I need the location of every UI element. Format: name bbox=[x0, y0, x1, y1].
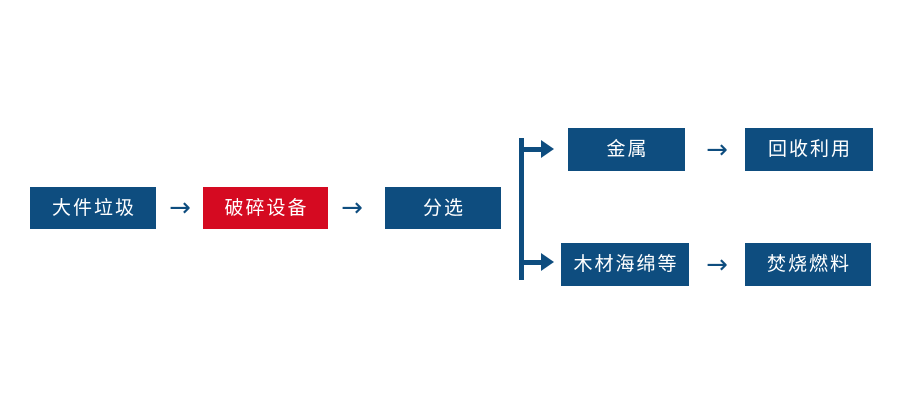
node-crushing-equipment[interactable]: 破碎设备 bbox=[203, 187, 328, 229]
node-incineration-fuel-label: 焚烧燃料 bbox=[766, 253, 851, 275]
arrow-wood-sponge-to-incineration: → bbox=[706, 250, 728, 280]
node-bulky-waste[interactable]: 大件垃圾 bbox=[30, 187, 156, 229]
arrow-bulky-waste-to-crushing: → bbox=[169, 193, 191, 223]
node-incineration-fuel[interactable]: 焚烧燃料 bbox=[745, 243, 871, 286]
branch-arrowhead-upper bbox=[541, 140, 554, 158]
node-bulky-waste-label: 大件垃圾 bbox=[51, 196, 136, 219]
node-recycling[interactable]: 回收利用 bbox=[745, 128, 873, 171]
branch-connector bbox=[519, 132, 567, 280]
node-metal[interactable]: 金属 bbox=[568, 128, 685, 171]
branch-arm-lower bbox=[522, 260, 546, 265]
node-wood-sponge[interactable]: 木材海绵等 bbox=[561, 243, 689, 286]
node-wood-sponge-label: 木材海绵等 bbox=[573, 253, 679, 275]
arrow-metal-to-recycling: → bbox=[706, 135, 728, 165]
branch-arm-upper bbox=[522, 147, 546, 152]
node-crushing-equipment-label: 破碎设备 bbox=[224, 196, 309, 219]
node-metal-label: 金属 bbox=[606, 138, 649, 160]
arrow-crushing-to-sorting: → bbox=[341, 193, 363, 223]
node-sorting-label: 分选 bbox=[422, 196, 465, 219]
node-sorting[interactable]: 分选 bbox=[385, 187, 501, 229]
branch-trunk bbox=[519, 138, 524, 280]
branch-arrowhead-lower bbox=[541, 253, 554, 271]
node-recycling-label: 回收利用 bbox=[767, 138, 852, 160]
